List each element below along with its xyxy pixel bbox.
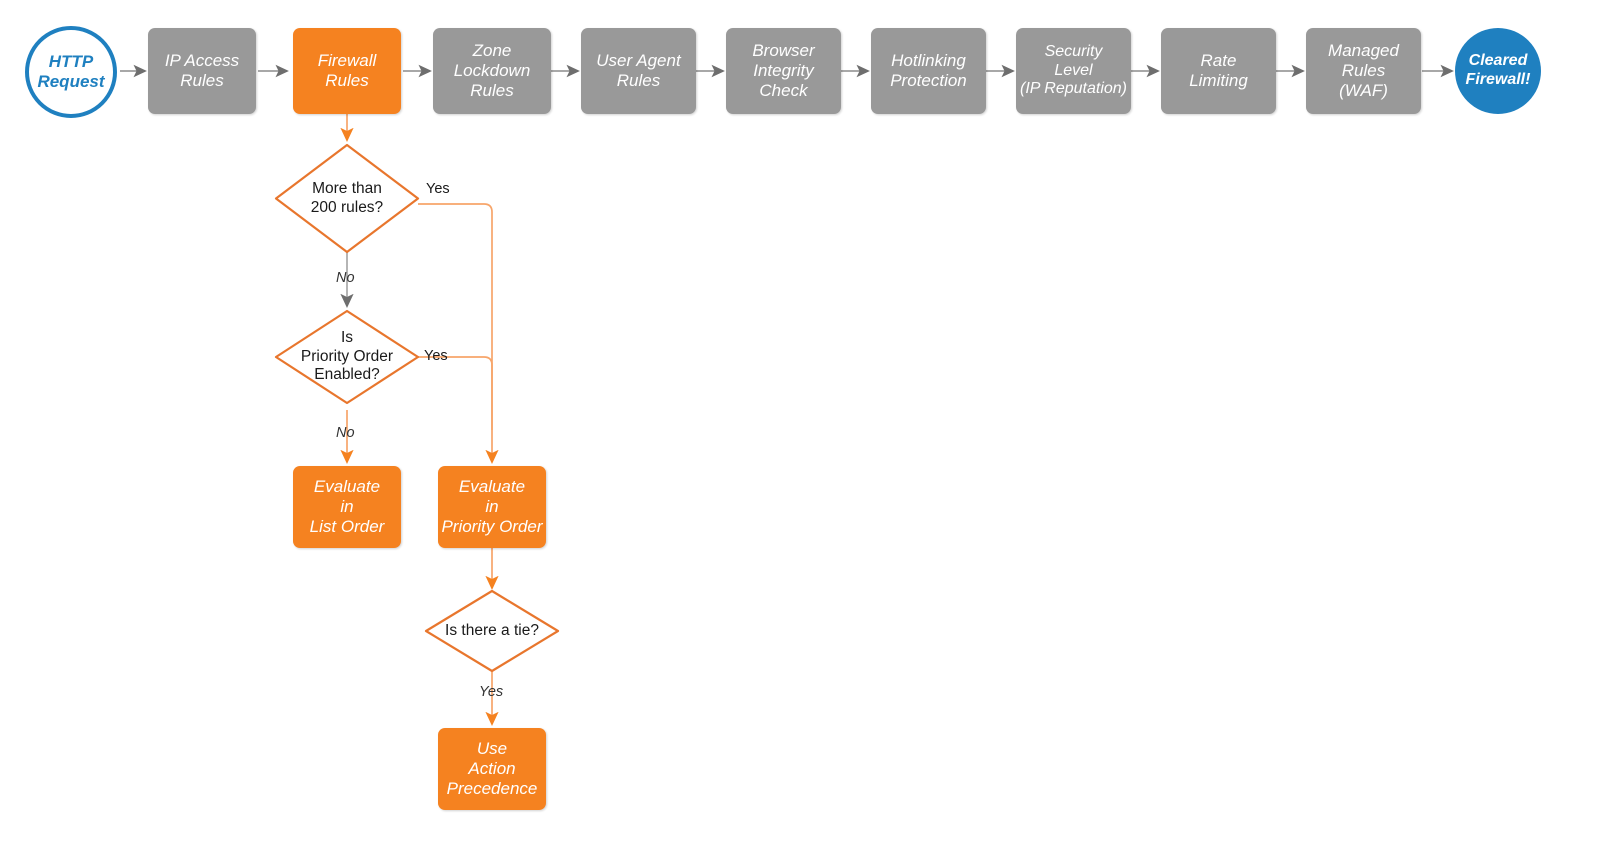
node-cleared-firewall[interactable]: Cleared Firewall! [1455,28,1541,114]
node-hotlinking-protection-label: Hotlinking Protection [890,50,967,90]
node-use-action-precedence[interactable]: Use Action Precedence [438,728,546,810]
edge-label-decision1-no: No [336,270,355,286]
node-hotlinking-protection[interactable]: Hotlinking Protection [871,28,986,114]
node-managed-rules-waf[interactable]: Managed Rules (WAF) [1306,28,1421,114]
node-use-action-precedence-label: Use Action Precedence [446,738,538,799]
node-http-request-label: HTTP Request [37,51,105,91]
node-firewall-rules[interactable]: Firewall Rules [293,28,401,114]
node-ip-access-rules-label: IP Access Rules [164,50,240,90]
node-user-agent-rules[interactable]: User Agent Rules [581,28,696,114]
edge-label-decision3-yes: Yes [479,684,504,700]
node-evaluate-in-priority-order[interactable]: Evaluate in Priority Order [438,466,546,548]
node-security-level-label: Security Level (IP Reputation) [1019,42,1127,98]
edge-label-decision2-no: No [336,425,355,441]
node-rate-limiting-label: Rate Limiting [1189,50,1248,90]
decision-is-priority-order-enabled[interactable]: Is Priority Order Enabled? [276,311,418,403]
node-evaluate-in-list-order[interactable]: Evaluate in List Order [293,466,401,548]
node-managed-rules-waf-label: Managed Rules (WAF) [1328,40,1399,101]
node-security-level[interactable]: Security Level (IP Reputation) [1016,28,1131,114]
node-user-agent-rules-label: User Agent Rules [596,50,681,90]
node-firewall-rules-label: Firewall Rules [317,50,377,90]
node-http-request[interactable]: HTTP Request [25,26,117,118]
node-browser-integrity-check-label: Browser Integrity Check [752,40,815,101]
node-rate-limiting[interactable]: Rate Limiting [1161,28,1276,114]
node-ip-access-rules[interactable]: IP Access Rules [148,28,256,114]
node-evaluate-in-priority-order-label: Evaluate in Priority Order [441,476,543,537]
decision-more-than-200-rules-label: More than 200 rules? [310,179,384,216]
edge-label-decision1-yes: Yes [426,181,450,197]
edge-label-decision2-yes: Yes [424,348,448,364]
decision-more-than-200-rules[interactable]: More than 200 rules? [276,145,418,252]
decision-is-there-a-tie-label: Is there a tie? [445,621,539,639]
node-browser-integrity-check[interactable]: Browser Integrity Check [726,28,841,114]
decision-is-priority-order-enabled-label: Is Priority Order Enabled? [300,328,394,384]
edge-decision2-yes [418,356,493,430]
edge-decision1-yes [418,203,499,465]
node-evaluate-in-list-order-label: Evaluate in List Order [309,476,385,537]
node-cleared-firewall-label: Cleared Firewall! [1465,52,1531,88]
decision-is-there-a-tie[interactable]: Is there a tie? [426,591,558,671]
node-zone-lockdown-rules-label: Zone Lockdown Rules [453,40,531,101]
node-zone-lockdown-rules[interactable]: Zone Lockdown Rules [433,28,551,114]
